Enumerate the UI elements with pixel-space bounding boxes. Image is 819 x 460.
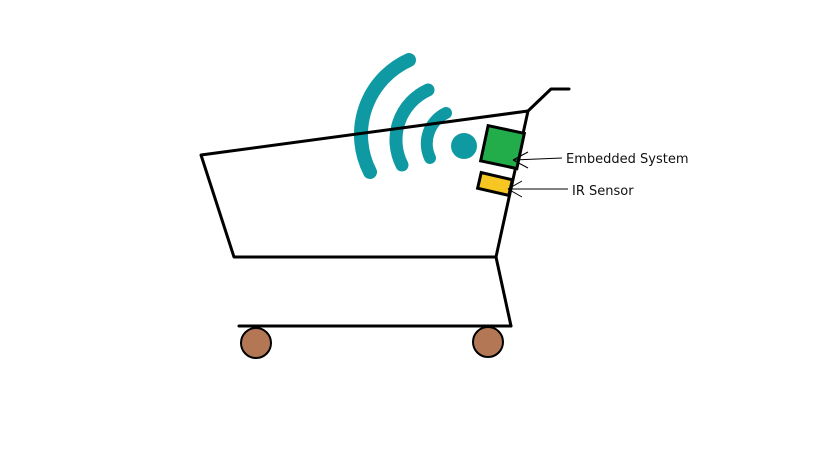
wifi-arc-inner xyxy=(420,107,452,164)
wifi-arc-outer xyxy=(354,53,416,179)
cart-wheel-right xyxy=(472,326,504,358)
cart-wheel-left xyxy=(240,327,272,359)
wifi-dot xyxy=(451,133,477,159)
embedded-system-pointer xyxy=(512,151,563,169)
wifi-icon xyxy=(354,53,477,179)
shopping-cart-icon xyxy=(199,87,571,328)
wifi-arc-middle xyxy=(389,83,435,172)
cart-frame xyxy=(494,255,513,328)
embedded-system-label: Embedded System xyxy=(566,152,689,167)
ir-sensor-label: IR Sensor xyxy=(572,184,634,199)
embedded-system-module xyxy=(478,123,527,171)
ir-sensor-module xyxy=(475,170,515,198)
ir-sensor-pointer xyxy=(507,180,568,198)
cart-handle xyxy=(526,87,571,113)
